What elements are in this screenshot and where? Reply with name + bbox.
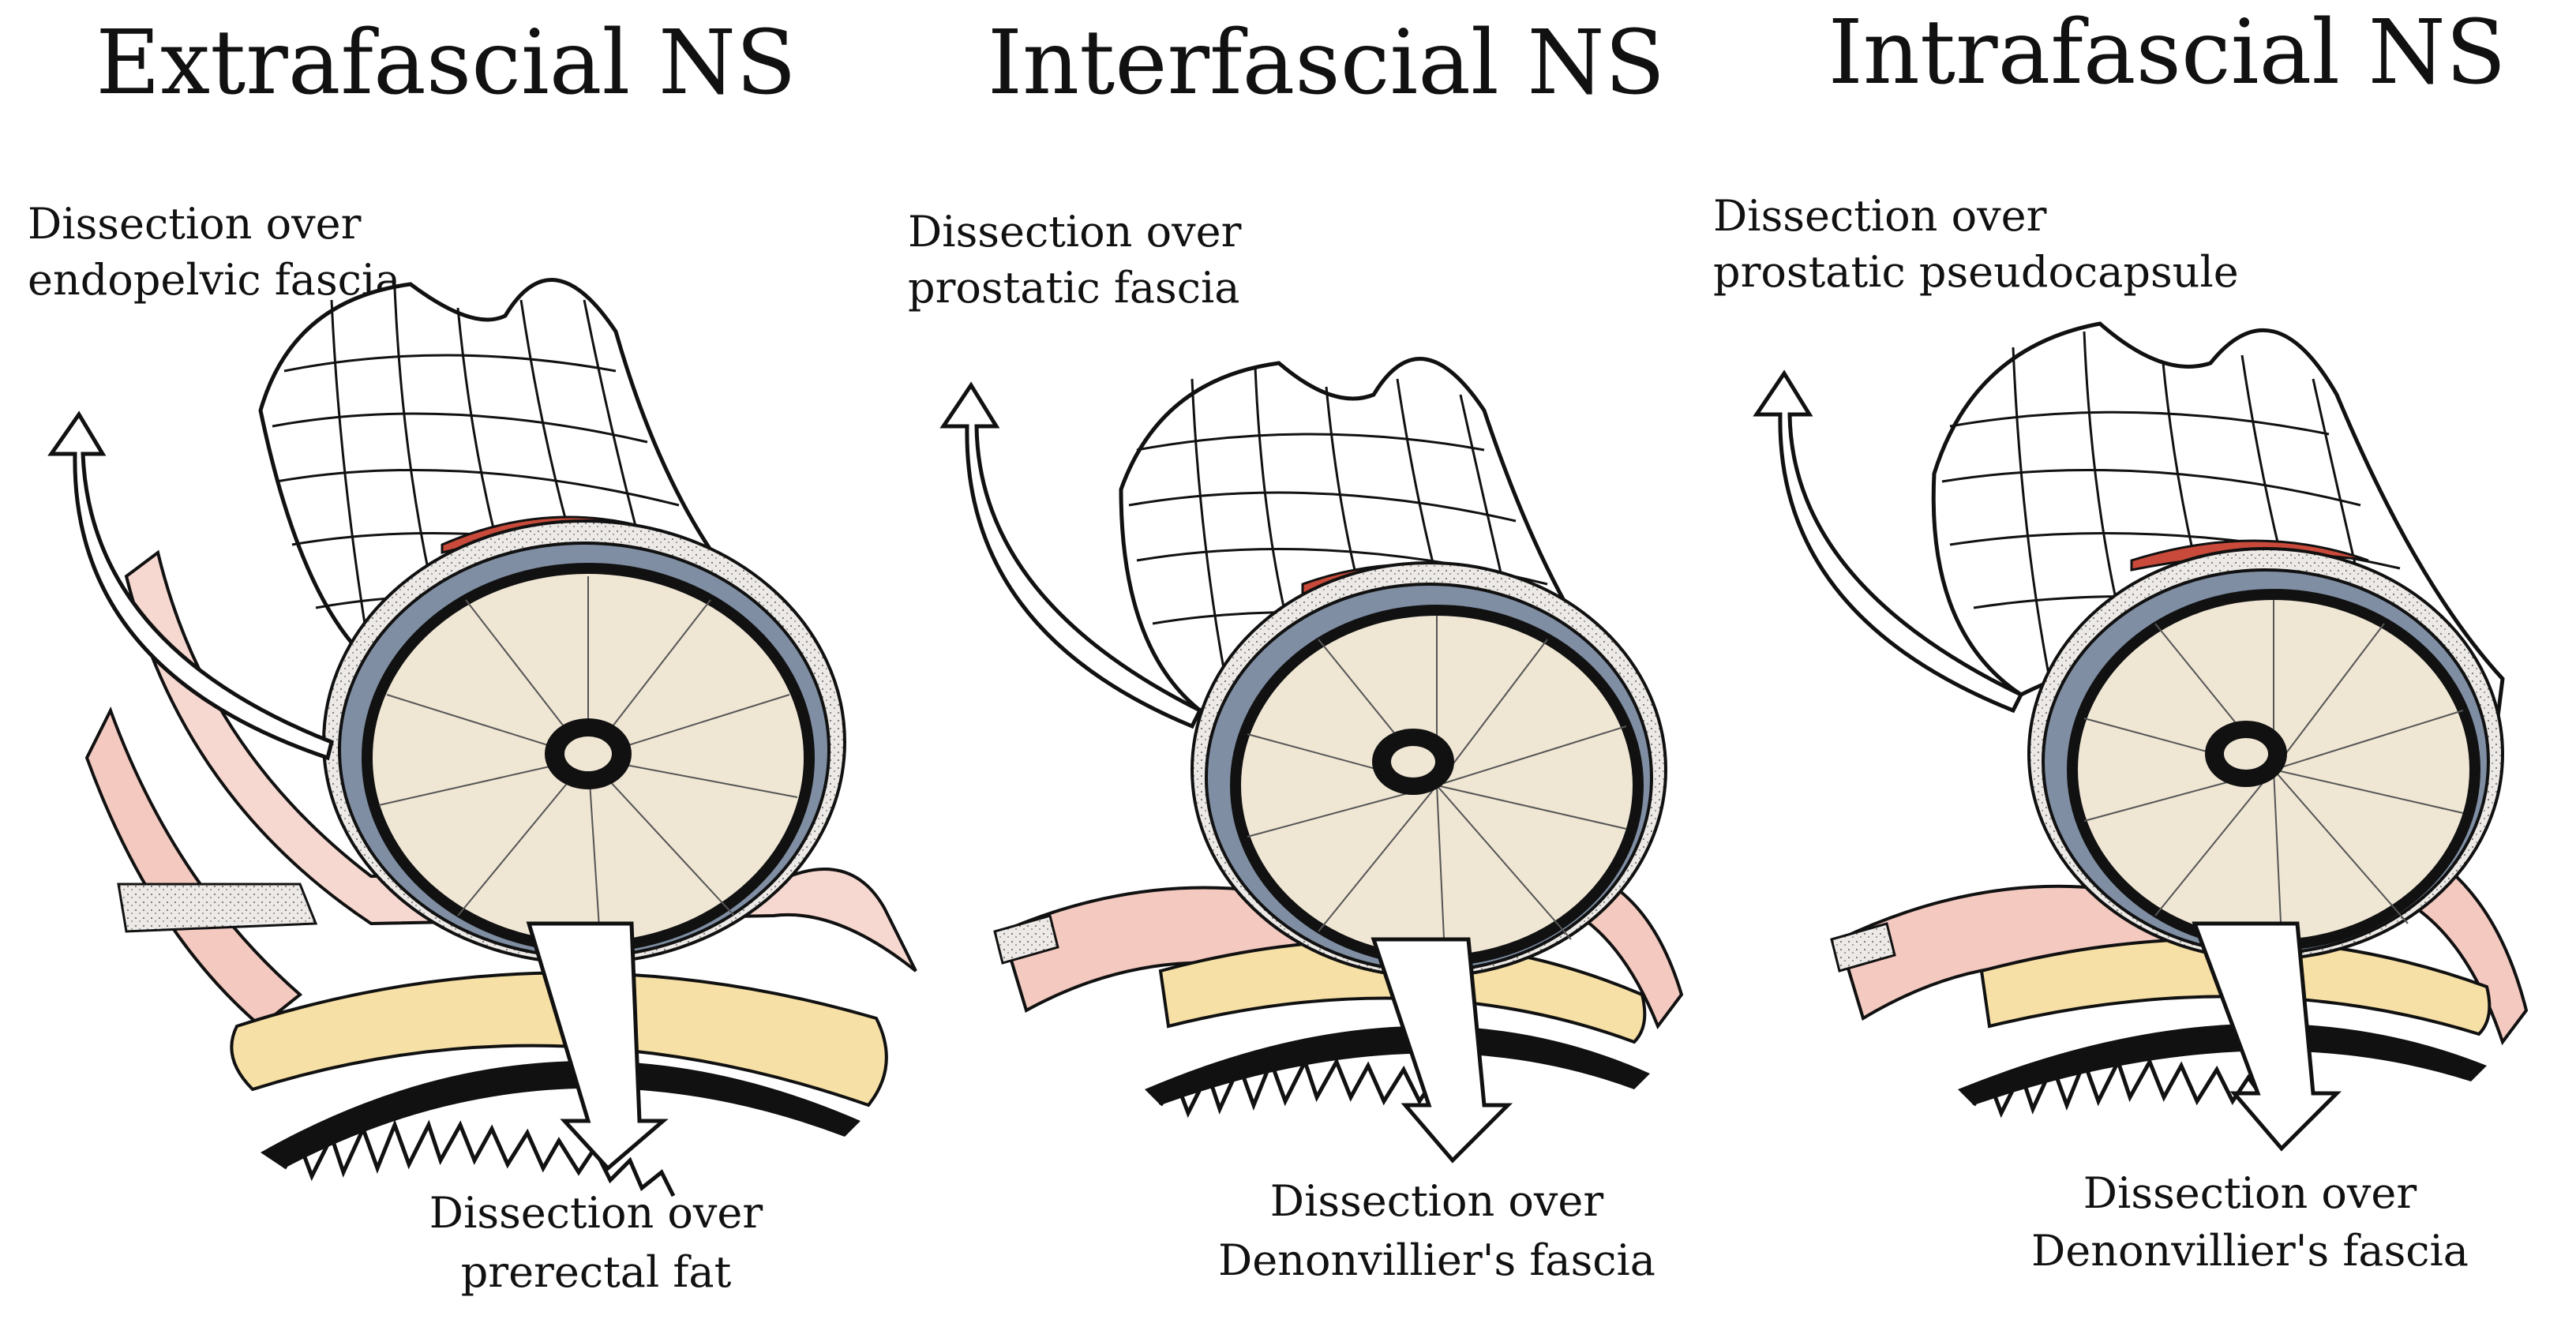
lower-stipple (1830, 922, 1896, 973)
lateral-fascia-right (1576, 882, 1684, 1030)
prostate-radial-lines (1247, 616, 1627, 956)
rectum (261, 1060, 861, 1168)
bottom-label-line1-extrafascial: Dissection over (429, 1188, 763, 1238)
prerectal-fat (230, 971, 888, 1107)
urethra-lumen (2224, 738, 2268, 770)
lateral-dissection-arrow (47, 410, 334, 761)
panel-intrafascial: Intrafascial NS Dissection over prostati… (1713, 2, 2529, 1276)
panel-title-intrafascial: Intrafascial NS (1828, 2, 2507, 104)
lateral-dissection-arrow (939, 381, 1203, 729)
rectum-mucosa (1971, 1055, 2270, 1119)
panel-extrafascial: Extrafascial NS Dissection over endopelv… (28, 12, 917, 1297)
posterior-dissection-arrow (526, 921, 669, 1171)
bottom-label-line1-intrafascial: Dissection over (2083, 1168, 2417, 1218)
bottom-label-line2-extrafascial: prerectal fat (461, 1247, 732, 1297)
rectum-mucosa (1158, 1055, 1457, 1119)
panel-interfascial: Interfascial NS Dissection over prostati… (908, 12, 1684, 1285)
top-label-line1-extrafascial: Dissection over (28, 199, 362, 249)
posterior-dissection-arrow (1370, 937, 1513, 1164)
top-label-line2-extrafascial: endopelvic fascia (28, 255, 400, 305)
lateral-fascia-right (2413, 866, 2529, 1046)
lateral-dissection-arrow (1753, 369, 2024, 714)
lateral-fascia-band (124, 549, 917, 973)
bottom-label-line1-interfascial: Dissection over (1270, 1176, 1604, 1226)
rectum-mucosa (282, 1119, 676, 1197)
top-label-line2-interfascial: prostatic fascia (908, 263, 1239, 313)
top-label-line1-interfascial: Dissection over (908, 207, 1242, 257)
bottom-label-line2-intrafascial: Denonvillier's fascia (2031, 1226, 2469, 1276)
rectum (1958, 1023, 2487, 1105)
panel-title-extrafascial: Extrafascial NS (96, 12, 796, 114)
top-label-line2-intrafascial: prostatic pseudocapsule (1713, 247, 2239, 297)
lower-stipple (993, 914, 1059, 965)
lateral-fascia-pink (84, 706, 303, 1029)
top-label-line1-intrafascial: Dissection over (1713, 191, 2047, 241)
bottom-label-line2-interfascial: Denonvillier's fascia (1218, 1235, 1655, 1285)
urethra-lumen (1391, 746, 1435, 778)
rectum (1145, 1025, 1650, 1105)
posterior-dissection-arrow (2192, 921, 2342, 1152)
urethra-lumen (564, 736, 612, 771)
panel-title-interfascial: Interfascial NS (988, 12, 1665, 114)
lower-stipple (117, 883, 318, 933)
